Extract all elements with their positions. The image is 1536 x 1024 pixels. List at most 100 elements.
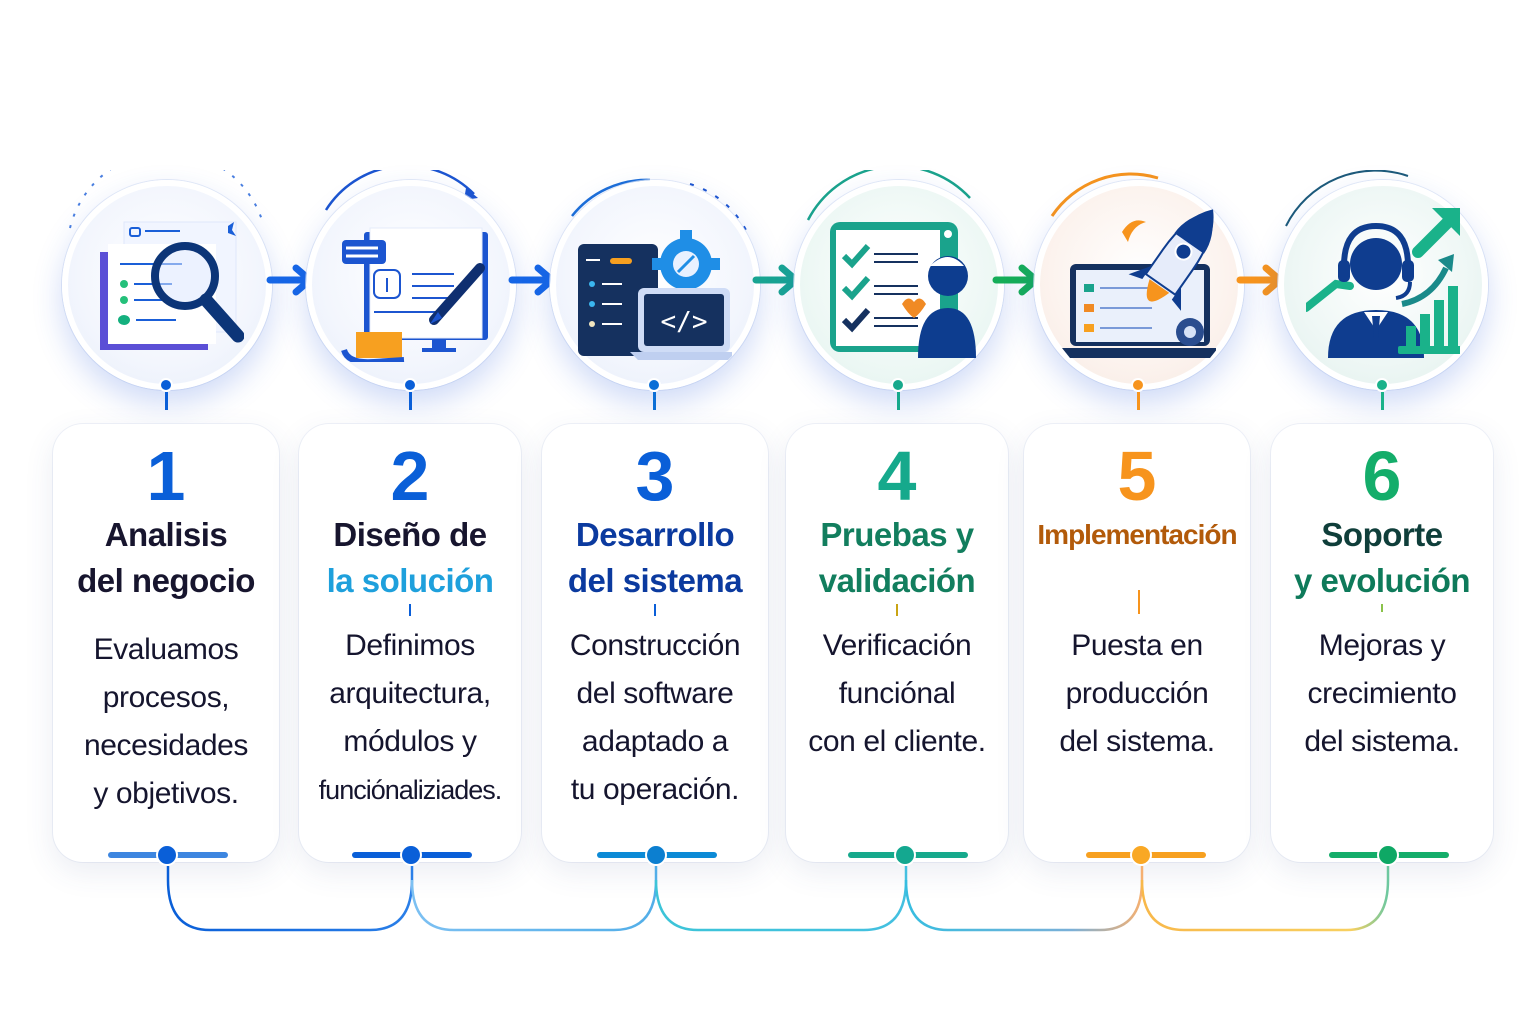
svg-text:</>: </>	[661, 307, 708, 337]
step-card-5: 5 Implementación Puesta en producción de…	[1024, 424, 1250, 866]
step-title: Implementación	[1024, 512, 1250, 558]
step-title-line-2: y evolución	[1293, 562, 1471, 599]
step-node-dot	[645, 844, 667, 866]
step-node-dot	[894, 844, 916, 866]
step-title-line-2: la solución	[326, 562, 494, 599]
step-3-icon-group: </>	[550, 170, 760, 410]
step-1-pin	[159, 378, 173, 392]
step-title: Soporte y evolución	[1271, 512, 1493, 604]
desc-line: del sistema.	[1304, 725, 1460, 758]
step-4-icon-group	[794, 170, 1004, 410]
arc-decoration	[1285, 170, 1409, 227]
step-description: Mejoras y crecimiento del sistema.	[1271, 622, 1493, 766]
step-title-line-2: validación	[818, 562, 976, 599]
step-node-dot	[156, 844, 178, 866]
arc-decoration	[1050, 172, 1159, 217]
step-1-icon-circle	[62, 180, 272, 390]
step-node-dot	[1377, 844, 1399, 866]
step-6-pin	[1375, 378, 1389, 392]
step-title-line-1: Soporte	[1321, 516, 1443, 553]
step-card-1: 1 Analisis del negocio Evaluamos proceso…	[53, 424, 279, 866]
title-tick	[1381, 604, 1383, 612]
step-5-pin-stem	[1137, 392, 1140, 410]
step-4-icon-circle	[794, 180, 1004, 390]
support-agent-growth-icon	[1306, 208, 1460, 358]
step-2-pin	[403, 378, 417, 392]
step-title-line-1: Diseño de	[333, 516, 487, 553]
step-node-dot	[400, 844, 422, 866]
step-3-pin-stem	[653, 392, 656, 410]
step-title-line-1: Pruebas y	[820, 516, 974, 553]
step-title-line-1: Analisis	[104, 516, 228, 553]
step-number: 6	[1362, 437, 1402, 515]
step-description: Evaluamos procesos, necesidades y objeti…	[53, 626, 279, 818]
step-description: Puesta en producción del sistema.	[1024, 622, 1250, 766]
bottom-connector-lines	[166, 866, 1390, 932]
desc-line: Puesta en	[1071, 629, 1203, 662]
step-number: 4	[877, 437, 917, 515]
step-description: Construcción del software adaptado a tu …	[542, 622, 768, 814]
step-title: Desarrollo del sistema	[542, 512, 768, 604]
step-2-icon-circle	[306, 180, 516, 390]
desc-line: del sistema.	[1059, 725, 1215, 758]
step-card-3: 3 Desarrollo del sistema Construcción de…	[542, 424, 768, 866]
step-title: Pruebas y validación	[786, 512, 1008, 604]
step-title: Diseño de la solución	[299, 512, 521, 604]
title-tick	[654, 604, 656, 616]
arc-decoration	[806, 170, 971, 221]
step-number: 2	[390, 437, 430, 515]
desc-line: módulos y	[343, 725, 477, 758]
desc-line: Evaluamos	[93, 633, 239, 666]
desc-line: Definimos	[345, 629, 475, 662]
step-5-pin	[1131, 378, 1145, 392]
step-description: Verificación funciónal con el cliente.	[786, 622, 1008, 766]
step-3-pin	[647, 378, 661, 392]
step-card-4: 4 Pruebas y validación Verificación func…	[786, 424, 1008, 866]
step-card-6: 6 Soporte y evolución Mejoras y crecimie…	[1271, 424, 1493, 866]
step-2-icon-group	[306, 170, 516, 410]
checklist-person-icon	[830, 222, 976, 358]
step-5-icon-group	[1034, 170, 1244, 410]
desc-line: funciónal	[838, 677, 956, 710]
design-monitor-pencil-icon	[341, 227, 488, 362]
desc-line: necesidades	[83, 729, 249, 762]
desc-line: crecimiento	[1307, 677, 1457, 710]
desc-line: y objetivos.	[93, 777, 239, 810]
step-title-line-2: del sistema	[567, 562, 743, 599]
step-card-2: 2 Diseño de la solución Definimos arquit…	[299, 424, 521, 866]
dashed-arc-decoration	[69, 170, 263, 229]
desc-line: Mejoras y	[1318, 629, 1446, 662]
step-title-line-1: Implementación	[1037, 519, 1237, 550]
desc-line: Verificación	[822, 629, 972, 662]
desc-line: producción	[1065, 677, 1209, 710]
step-title-line-1: Desarrollo	[575, 516, 735, 553]
step-3-icon-circle: </>	[550, 180, 760, 390]
desc-line: Construcción	[569, 629, 741, 662]
desc-line: funciónaliziades.	[318, 775, 503, 805]
desc-line: con el cliente.	[808, 725, 986, 758]
step-number: 5	[1117, 437, 1157, 515]
code-laptop-gear-icon: </>	[578, 230, 732, 360]
rocket-laptop-icon	[1062, 209, 1216, 358]
step-1-icon-group	[62, 170, 272, 410]
title-tick	[896, 604, 898, 616]
desc-line: adaptado a	[581, 725, 729, 758]
step-title-line-2: del negocio	[77, 562, 255, 599]
desc-line: del software	[576, 677, 734, 710]
desc-line: arquitectura,	[329, 677, 491, 710]
step-number: 1	[146, 437, 186, 515]
step-number: 3	[635, 437, 675, 515]
step-6-icon-group	[1278, 170, 1488, 410]
step-description: Definimos arquitectura, módulos y funció…	[299, 622, 521, 814]
magnifier-document-icon	[100, 221, 244, 350]
step-node-dot	[1130, 844, 1152, 866]
title-tick	[1138, 590, 1140, 614]
step-4-pin	[891, 378, 905, 392]
step-title: Analisis del negocio	[53, 512, 279, 604]
step-4-pin-stem	[897, 392, 900, 410]
step-5-icon-circle	[1034, 180, 1244, 390]
title-tick	[409, 604, 411, 616]
step-1-pin-stem	[165, 392, 168, 410]
step-6-pin-stem	[1381, 392, 1384, 410]
